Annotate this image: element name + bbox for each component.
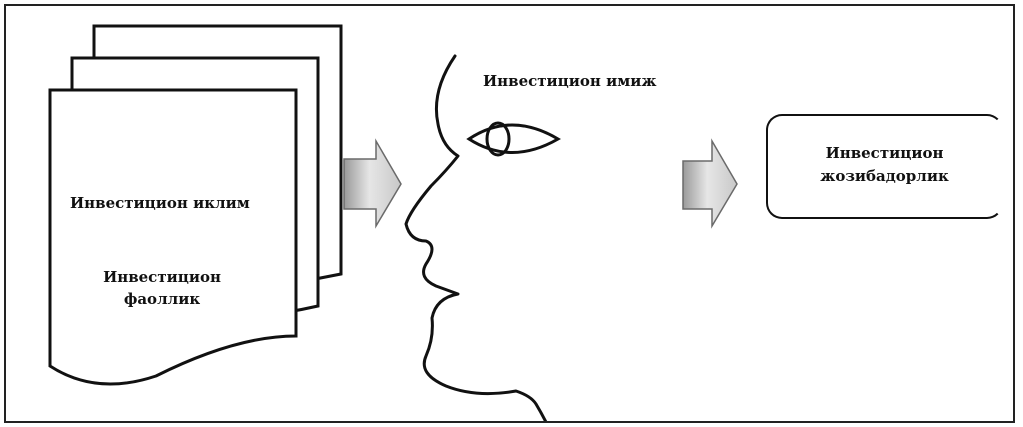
face-profile <box>406 56 548 423</box>
attractiveness-label-line2: жозибадорлик <box>768 165 1001 188</box>
attractiveness-box: Инвестицион жозибадорлик <box>766 114 1003 219</box>
arrow-to-attractiveness <box>683 141 737 226</box>
attractiveness-label-line1: Инвестицион <box>768 142 1001 165</box>
activity-label-line1: Инвестицион <box>92 266 232 288</box>
eye-icon <box>469 123 558 155</box>
diagram-frame: Инвестицион иклим Инвестицион фаоллик Ин… <box>4 4 1015 423</box>
activity-label-line2: фаоллик <box>92 288 232 310</box>
image-label: Инвестицион имиж <box>483 70 657 92</box>
document-page-front <box>50 90 296 384</box>
arrow-to-face <box>344 141 401 226</box>
climate-label: Инвестицион иклим <box>70 192 250 214</box>
activity-label: Инвестицион фаоллик <box>92 266 232 310</box>
attractiveness-label: Инвестицион жозибадорлик <box>768 142 1001 188</box>
